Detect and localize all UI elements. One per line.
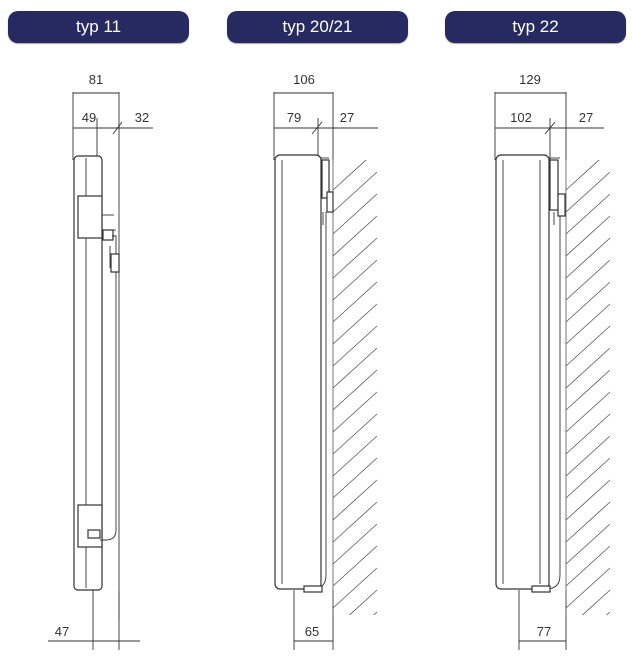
hatch-line xyxy=(333,259,377,301)
hatch-line xyxy=(333,391,377,433)
hatch-line xyxy=(606,611,610,615)
wall-hatch xyxy=(565,160,610,656)
hatch-line xyxy=(333,193,377,235)
hatch-line xyxy=(333,369,377,411)
section-typ-20-21: 106 79 27 65 xyxy=(273,72,378,656)
type-tab-label: typ 22 xyxy=(512,17,559,36)
type-tab-label: typ 20/21 xyxy=(282,17,353,36)
radiator-typ-20-21 xyxy=(274,154,334,593)
wall-hatch xyxy=(332,160,377,656)
hatch-line xyxy=(581,589,610,615)
hatch-line xyxy=(333,303,377,345)
hatch-line xyxy=(566,634,610,656)
dimension-front: 79 xyxy=(287,110,301,125)
dimension-back: 27 xyxy=(340,110,354,125)
hatch-line xyxy=(566,160,600,191)
hatch-line xyxy=(333,325,377,367)
dimension-bottom: 47 xyxy=(55,624,69,639)
hatch-line xyxy=(566,545,610,587)
hatch-line xyxy=(333,501,377,543)
hatch-line xyxy=(333,281,377,323)
hatch-line xyxy=(566,171,610,213)
type-tab-label: typ 11 xyxy=(75,17,122,36)
radiator-typ-11 xyxy=(73,155,120,591)
hatch-line xyxy=(566,391,610,433)
hatch-line xyxy=(566,479,610,521)
hatch-line xyxy=(333,479,377,521)
hatch-line xyxy=(566,457,610,499)
hatch-line xyxy=(333,171,377,213)
hatch-line xyxy=(566,369,610,411)
hatch-line xyxy=(333,215,377,257)
type-tab-typ-20-21[interactable]: typ 20/21 xyxy=(227,11,408,43)
dimension-bottom: 77 xyxy=(537,624,551,639)
hatch-line xyxy=(566,347,610,389)
hatch-line xyxy=(333,545,377,587)
dimension-lines xyxy=(494,92,604,650)
hatch-line xyxy=(333,523,377,565)
hatch-line xyxy=(348,589,377,615)
section-typ-22: 129 102 27 77 xyxy=(494,72,610,656)
hatch-line xyxy=(333,413,377,455)
hatch-line xyxy=(566,523,610,565)
hatch-line xyxy=(333,237,377,279)
dimension-front: 102 xyxy=(510,110,532,125)
dimension-lines xyxy=(48,92,153,650)
hatch-line xyxy=(566,215,610,257)
type-tab-typ-22[interactable]: typ 22 xyxy=(445,11,626,43)
hatch-line xyxy=(333,634,377,656)
hatch-line xyxy=(566,325,610,367)
dimension-back: 32 xyxy=(135,110,149,125)
dimension-bottom: 65 xyxy=(305,624,319,639)
type-tab-typ-11[interactable]: typ 11 xyxy=(8,11,189,43)
dimension-front: 49 xyxy=(82,110,96,125)
hatch-line xyxy=(566,413,610,455)
hatch-line xyxy=(566,193,610,235)
dimension-total: 81 xyxy=(89,72,103,87)
hatch-line xyxy=(566,501,610,543)
hatch-line xyxy=(566,435,610,477)
hatch-line xyxy=(333,435,377,477)
hatch-line xyxy=(333,160,367,191)
hatch-line xyxy=(333,347,377,389)
hatch-line xyxy=(566,259,610,301)
radiator-typ-22 xyxy=(495,154,566,593)
hatch-line xyxy=(566,567,610,609)
dimension-back: 27 xyxy=(579,110,593,125)
hatch-line xyxy=(373,611,377,615)
hatch-line xyxy=(566,281,610,323)
hatch-line xyxy=(333,567,377,609)
section-typ-11: 81 49 32 47 xyxy=(48,72,153,650)
hatch-line xyxy=(566,303,610,345)
dimension-total: 106 xyxy=(293,72,315,87)
hatch-line xyxy=(566,237,610,279)
dimension-total: 129 xyxy=(519,72,541,87)
hatch-line xyxy=(333,457,377,499)
